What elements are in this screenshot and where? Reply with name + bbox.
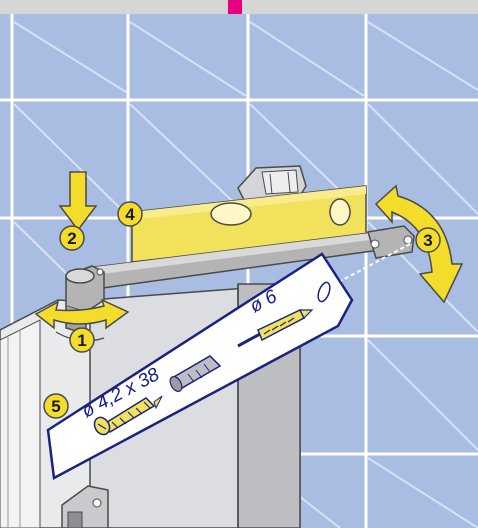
step-badge-3: 3 xyxy=(415,227,441,253)
step-number-1: 1 xyxy=(77,331,86,350)
accent-marker xyxy=(228,0,242,14)
down-arrow-icon xyxy=(58,171,98,232)
step-badge-4: 4 xyxy=(117,201,143,227)
step-number-4: 4 xyxy=(125,205,135,224)
screw-icon xyxy=(93,395,163,436)
step-badge-2: 2 xyxy=(59,225,85,251)
swing-arrow-icon xyxy=(374,184,464,304)
step-badge-1: 1 xyxy=(69,327,95,353)
wall-plug-icon xyxy=(169,355,222,392)
step-number-5: 5 xyxy=(51,397,60,416)
parts-inset: ø 6 ø 4,2 x 38 xyxy=(46,252,354,480)
step-badge-5: 5 xyxy=(43,393,69,419)
drill-hole-icon xyxy=(317,281,331,303)
step-number-2: 2 xyxy=(67,229,76,248)
step-number-3: 3 xyxy=(423,231,432,250)
drill-bit-icon xyxy=(237,309,314,348)
